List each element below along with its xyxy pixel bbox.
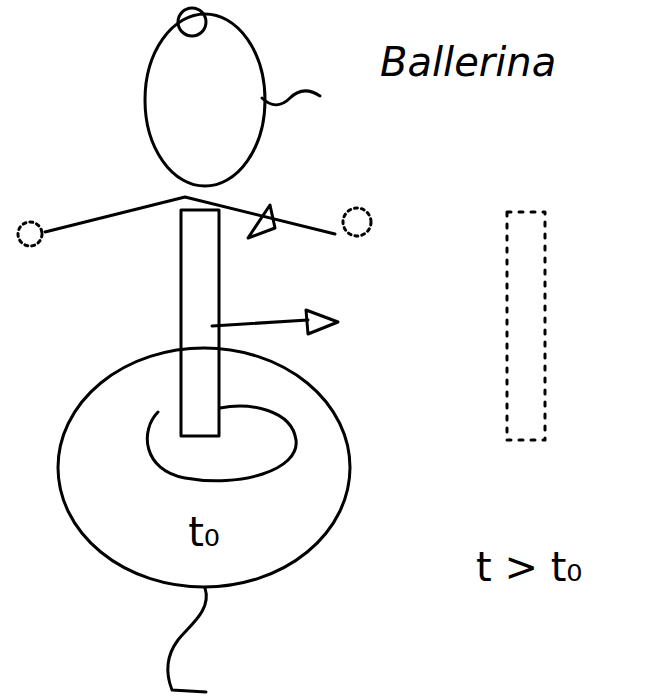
hand-motion — [18, 222, 42, 246]
torso — [181, 210, 219, 436]
arm-arrow-head — [248, 205, 275, 238]
figure-name: Ballerina — [380, 40, 556, 84]
time-label: t > t₀ — [476, 545, 582, 589]
time-label: t₀ — [55, 510, 353, 554]
motion-arrow — [212, 320, 308, 326]
head — [145, 14, 265, 186]
motion-arrow-head — [306, 310, 338, 334]
arms — [45, 197, 335, 234]
leg — [168, 588, 207, 692]
spin-silhouette — [507, 212, 545, 440]
skirt-waist — [147, 406, 296, 481]
hand-motion — [343, 208, 371, 236]
leader-squiggle — [262, 91, 320, 105]
skirt-shape: t₀ — [55, 345, 353, 590]
